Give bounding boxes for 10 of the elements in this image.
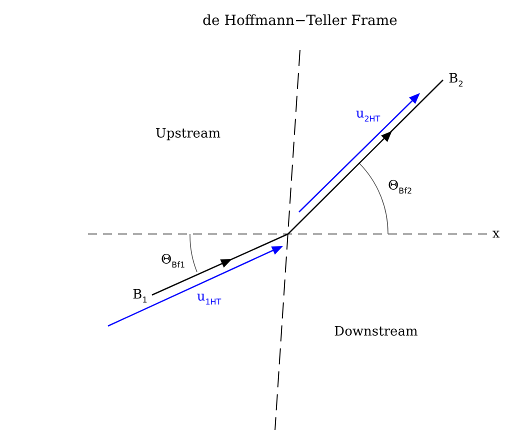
angle-label: Θ$_{Bf2}$ (388, 178, 412, 196)
vector-label: B$_{1}$ (132, 288, 148, 304)
vector-label: u$_{2HT}$ (356, 106, 380, 124)
diagram-title: de Hoffmann−Teller Frame (202, 13, 398, 29)
angle-label: Θ$_{Bf1}$ (160, 252, 186, 270)
vector-label: B$_{2}$ (448, 72, 464, 88)
region-label: Downstream (334, 324, 418, 340)
region-label: Upstream (155, 126, 221, 142)
vector-label: u$_{1HT}$ (196, 290, 222, 306)
axis-label: x (492, 226, 500, 242)
